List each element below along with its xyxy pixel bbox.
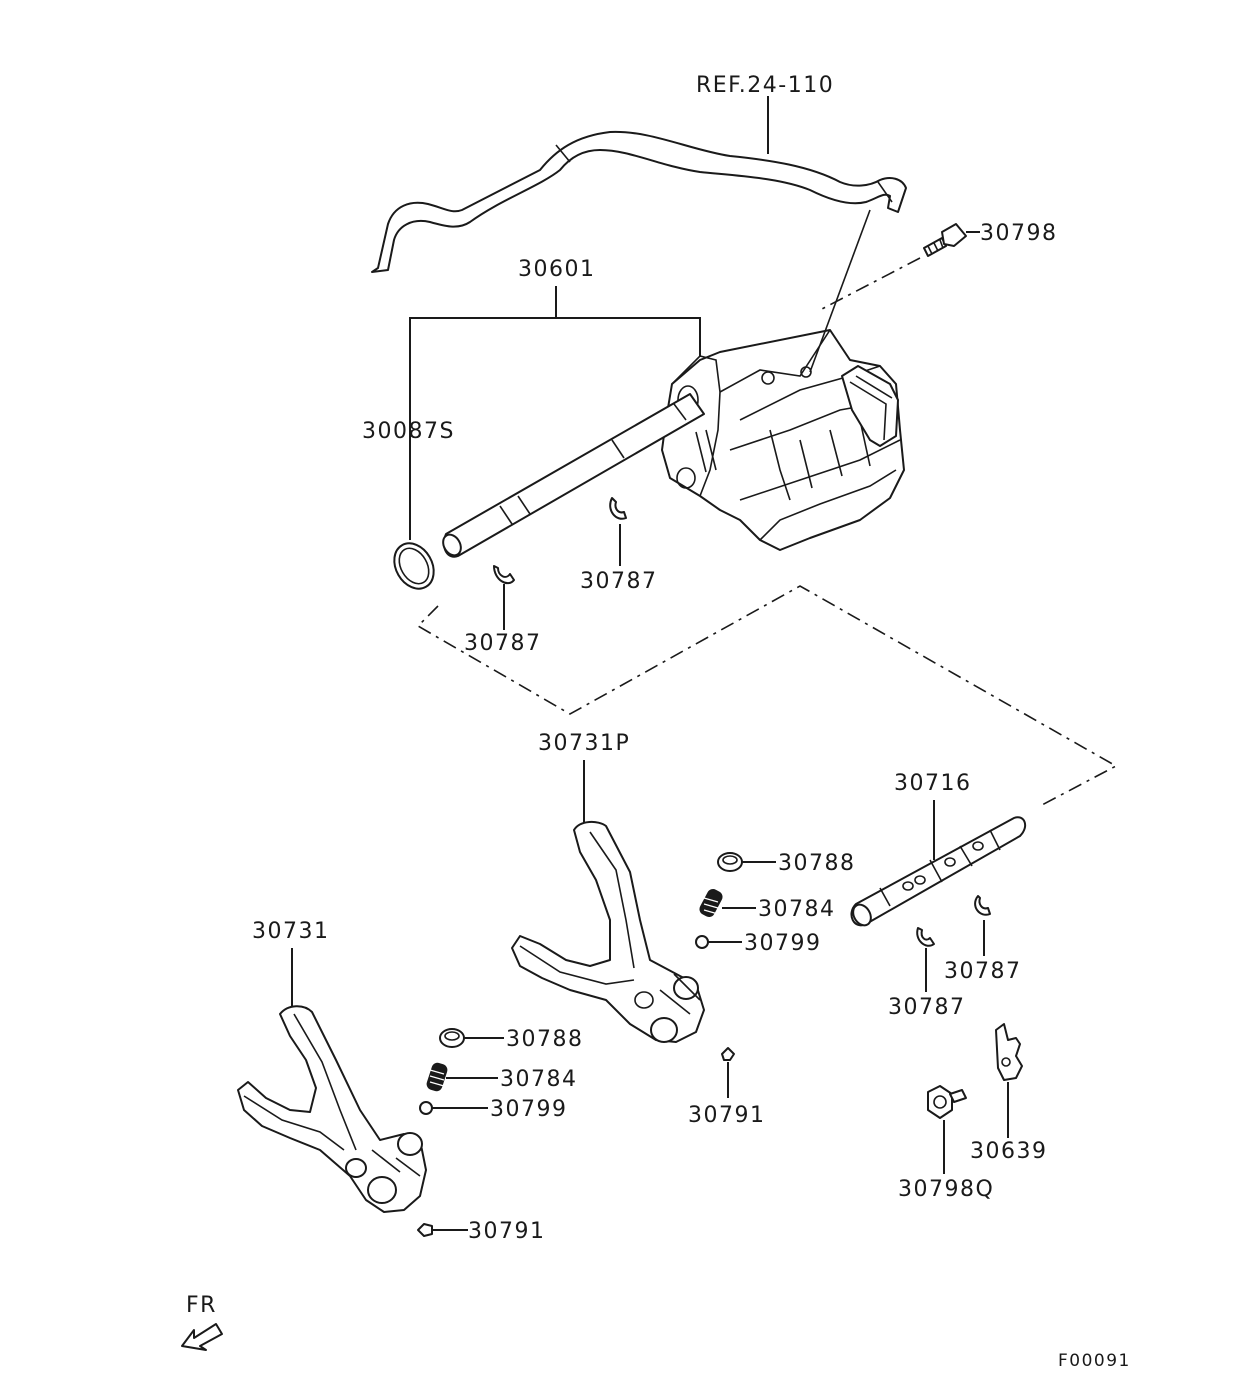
assembly-line-main	[416, 585, 1118, 807]
bolt-30798Q[interactable]	[927, 1085, 967, 1119]
callout-30799-b: 30799	[490, 1097, 568, 1122]
ball-30799-upper[interactable]	[695, 935, 709, 949]
snap-ring-30787-lower-a[interactable]	[974, 895, 991, 916]
shift-fork-30731[interactable]	[237, 1005, 427, 1213]
callout-30787-c: 30787	[944, 959, 1022, 984]
callout-30787-a: 30787	[580, 569, 658, 594]
callout-30087S: 30087S	[362, 419, 455, 444]
pin-30791-upper[interactable]	[721, 1047, 735, 1061]
ball-30799-lower[interactable]	[419, 1101, 433, 1115]
reference-label: REF.24-110	[696, 73, 834, 98]
spring-30784-lower[interactable]	[426, 1062, 448, 1092]
callout-30639: 30639	[970, 1139, 1048, 1164]
callout-30731P: 30731P	[538, 731, 630, 756]
spring-30784-upper[interactable]	[699, 888, 724, 918]
shift-fork-30731P[interactable]	[511, 820, 705, 1043]
o-ring-30087S[interactable]	[386, 536, 441, 596]
callout-30731: 30731	[252, 919, 330, 944]
shift-rod-30716[interactable]	[850, 816, 1027, 928]
callout-30601: 30601	[518, 257, 596, 282]
callout-30798Q: 30798Q	[898, 1177, 994, 1202]
arrow-front-icon	[181, 1323, 223, 1351]
callout-30788-a: 30788	[778, 851, 856, 876]
callout-30787-d: 30787	[888, 995, 966, 1020]
plug-30788-upper[interactable]	[717, 852, 743, 872]
snap-ring-30787-upper-a[interactable]	[609, 497, 627, 520]
callout-30791-a: 30791	[688, 1103, 766, 1128]
callout-30798: 30798	[980, 221, 1058, 246]
plug-30788-lower[interactable]	[439, 1028, 465, 1048]
callout-30716: 30716	[894, 771, 972, 796]
orientation-label: FR	[186, 1293, 217, 1318]
callout-30791-b: 30791	[468, 1219, 546, 1244]
callout-30787-b: 30787	[464, 631, 542, 656]
callout-30784-a: 30784	[758, 897, 836, 922]
bolt-30798[interactable]	[923, 223, 967, 257]
callout-30799-a: 30799	[744, 931, 822, 956]
snap-ring-30787-upper-b[interactable]	[493, 565, 515, 585]
figure-code: F00091	[1058, 1351, 1131, 1371]
callout-30788-b: 30788	[506, 1027, 584, 1052]
shift-control-housing[interactable]	[661, 209, 905, 551]
pin-30791-lower[interactable]	[417, 1223, 433, 1237]
breather-hose[interactable]	[371, 130, 907, 273]
callout-30784-b: 30784	[500, 1067, 578, 1092]
plate-30639[interactable]	[995, 1023, 1023, 1081]
shift-shaft[interactable]	[440, 393, 705, 559]
snap-ring-30787-lower-b[interactable]	[916, 927, 935, 947]
